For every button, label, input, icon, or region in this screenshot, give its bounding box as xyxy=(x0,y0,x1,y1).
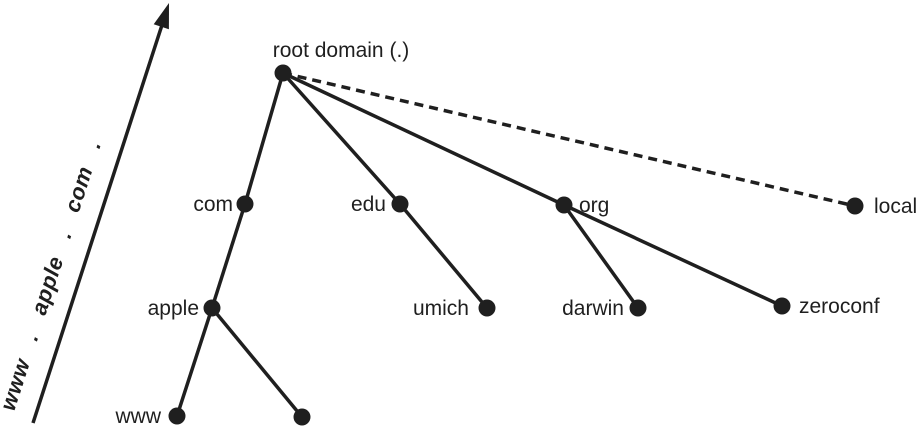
node-local-dot xyxy=(846,197,864,215)
node-com-dot xyxy=(236,195,254,213)
node-apple-dot xyxy=(203,299,221,317)
edge-org-darwin xyxy=(562,203,640,310)
node-darwin-dot xyxy=(629,299,647,317)
node-org-dot xyxy=(555,196,573,214)
node-local-label: local xyxy=(874,195,917,218)
node-www-label: www xyxy=(115,405,162,428)
fqdn-arrow-line xyxy=(31,24,164,424)
node-root-label: root domain (.) xyxy=(273,39,410,62)
tree-labels: root domain (.) com edu org local apple … xyxy=(115,39,918,428)
node-umich-label: umich xyxy=(413,297,469,320)
edge-org-zeroconf xyxy=(563,203,783,308)
node-zeroconf-label: zeroconf xyxy=(799,295,880,318)
node-com-label: com xyxy=(193,193,233,216)
edge-root-org xyxy=(282,71,565,207)
edge-apple-www xyxy=(175,307,214,417)
edge-root-edu xyxy=(281,71,402,206)
edge-root-local-dashed xyxy=(282,71,856,208)
fqdn-arrow-label: www . apple . com . xyxy=(0,137,106,413)
node-umich-dot xyxy=(478,299,496,317)
edge-com-apple xyxy=(210,203,247,309)
node-zeroconf-dot xyxy=(773,297,791,315)
fqdn-arrowhead-icon xyxy=(153,3,169,30)
node-www-dot xyxy=(168,407,186,425)
edge-root-com xyxy=(243,72,285,205)
node-root-dot xyxy=(274,64,292,82)
node-unnamed-dot xyxy=(293,408,311,426)
node-apple-label: apple xyxy=(148,297,199,320)
tree-edges xyxy=(175,71,856,419)
edge-edu-umich xyxy=(398,202,489,310)
node-edu-dot xyxy=(391,195,409,213)
fqdn-arrow: www . apple . com . xyxy=(0,3,169,424)
tree-nodes xyxy=(168,64,864,426)
node-org-label: org xyxy=(579,194,609,217)
edge-apple-unnamed xyxy=(210,306,304,419)
node-darwin-label: darwin xyxy=(562,297,624,320)
node-edu-label: edu xyxy=(351,193,386,216)
